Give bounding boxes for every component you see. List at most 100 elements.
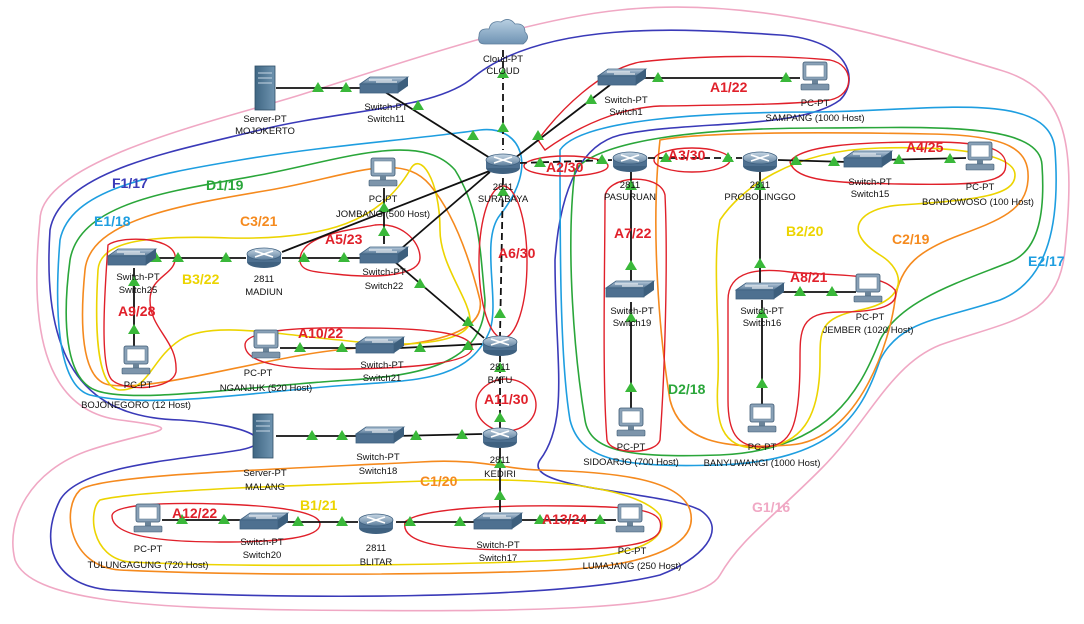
device-pc-banyuwangi[interactable]: PC-PT BANYUWANGI (1000 Host)	[704, 403, 821, 469]
outline-a5	[299, 224, 421, 277]
cloud-icon	[478, 19, 528, 45]
device-switch1[interactable]: Switch-PT Switch1	[597, 68, 648, 118]
svg-text:BATU: BATU	[488, 375, 513, 386]
device-switch17[interactable]: Switch-PT Switch17	[473, 512, 523, 564]
switch-icon	[473, 512, 523, 530]
router-icon	[358, 513, 394, 535]
device-cloud[interactable]: Cloud-PT CLOUD	[478, 19, 528, 77]
outline-a4	[789, 141, 1007, 186]
device-server-malang[interactable]: Server-PT MALANG	[243, 413, 287, 493]
device-pc-jember[interactable]: PC-PT JEMBER (1020 Host)	[823, 273, 914, 336]
device-pc-jombang[interactable]: PC-PT JOMBANG (500 Host)	[336, 157, 430, 220]
svg-text:CLOUD: CLOUD	[486, 66, 519, 77]
pc-icon	[251, 329, 281, 359]
link-surabaya-pasuruan	[519, 159, 613, 164]
port-up-arrow	[494, 308, 506, 318]
svg-text:MADIUN: MADIUN	[245, 287, 283, 298]
device-switch16[interactable]: Switch-PT Switch16	[735, 282, 785, 329]
port-up-arrow	[756, 378, 768, 388]
link-surabaya-switch22	[394, 171, 491, 255]
svg-text:Server-PT: Server-PT	[243, 468, 286, 479]
device-switch19[interactable]: Switch-PT Switch19	[605, 280, 655, 329]
outline-a2	[523, 155, 609, 177]
outline-e1	[56, 128, 523, 402]
link-surabaya-batu	[499, 177, 504, 337]
device-switch20[interactable]: Switch-PT Switch20	[239, 512, 289, 561]
device-switch18[interactable]: Switch-PT Switch18	[355, 426, 405, 477]
port-up-arrow	[625, 180, 637, 190]
port-up-arrow	[454, 516, 466, 526]
device-pc-sampang[interactable]: PC-PT SAMPANG (1000 Host)	[765, 61, 865, 124]
device-router-probolinggo[interactable]: 2811 PROBOLINGGO	[724, 151, 796, 203]
outline-a12	[111, 502, 321, 543]
port-up-arrow	[292, 516, 304, 526]
switch-icon	[107, 248, 157, 266]
label-a2: A2/30	[546, 159, 584, 175]
outline-c3	[81, 166, 482, 387]
router-icon	[482, 335, 518, 357]
svg-text:MOJOKERTO: MOJOKERTO	[235, 126, 295, 137]
svg-text:Switch17: Switch17	[479, 553, 518, 564]
port-up-arrow	[378, 226, 390, 236]
device-switch25[interactable]: Switch-PT Switch25	[107, 248, 160, 296]
svg-text:Switch20: Switch20	[243, 550, 282, 561]
device-switch11[interactable]: Switch-PT Switch11	[359, 76, 409, 125]
svg-text:2811: 2811	[490, 455, 510, 466]
port-up-arrow	[494, 490, 506, 500]
device-router-batu[interactable]: 2811 BATU	[482, 335, 518, 386]
link-probolinggo-switch15	[777, 159, 849, 163]
port-up-arrow	[497, 122, 509, 132]
svg-text:JOMBANG (500 Host): JOMBANG (500 Host)	[336, 209, 430, 220]
svg-text:PROBOLINGGO: PROBOLINGGO	[724, 192, 795, 203]
device-pc-lumajang[interactable]: PC-PT LUMAJANG (250 Host)	[583, 503, 682, 572]
svg-text:PC-PT: PC-PT	[748, 442, 777, 453]
outline-b1	[92, 478, 663, 567]
device-pc-nganjuk[interactable]: PC-PT NGANJUK (520 Host)	[220, 329, 312, 394]
device-pc-tulungagung[interactable]: PC-PT TULUNGAGUNG (720 Host)	[88, 503, 209, 571]
port-up-arrow	[652, 72, 664, 82]
link-switch1-surabaya	[514, 84, 611, 159]
port-up-arrow	[414, 342, 426, 352]
outline-a8	[727, 269, 897, 448]
svg-text:Switch-PT: Switch-PT	[364, 102, 407, 113]
device-pc-bondowoso[interactable]: PC-PT BONDOWOSO (100 Host)	[922, 141, 1034, 208]
device-router-madiun[interactable]: 2811 MADIUN	[245, 247, 283, 298]
svg-text:JEMBER (1020 Host): JEMBER (1020 Host)	[823, 325, 914, 336]
svg-text:Switch-PT: Switch-PT	[360, 360, 403, 371]
device-router-surabaya[interactable]: 2811 SURABAYA	[478, 153, 529, 205]
pc-icon	[368, 157, 398, 187]
device-router-blitar[interactable]: 2811 BLITAR	[358, 513, 394, 568]
device-server-mojokerto[interactable]: Server-PT MOJOKERTO	[235, 65, 295, 137]
switch-icon	[355, 336, 405, 354]
port-up-arrow	[338, 252, 350, 262]
port-up-arrow	[534, 514, 546, 524]
device-switch21[interactable]: Switch-PT Switch21	[355, 336, 405, 384]
svg-text:PASURUAN: PASURUAN	[604, 192, 656, 203]
outline-c2	[655, 132, 1029, 447]
device-pc-bojonegoro[interactable]: PC-PT BOJONEGORO (12 Host)	[81, 345, 191, 411]
svg-text:PC-PT: PC-PT	[369, 194, 398, 205]
label-a7: A7/22	[614, 225, 652, 241]
host-segment-outlines	[103, 55, 1007, 551]
device-switch22[interactable]: Switch-PT Switch22	[359, 246, 409, 292]
svg-text:BOJONEGORO (12 Host): BOJONEGORO (12 Host)	[81, 400, 191, 411]
port-up-arrow	[294, 342, 306, 352]
svg-text:PC-PT: PC-PT	[617, 442, 646, 453]
svg-text:Switch-PT: Switch-PT	[740, 306, 783, 317]
svg-text:2811: 2811	[620, 180, 640, 191]
port-up-arrow	[312, 82, 324, 92]
device-pc-sidoarjo[interactable]: PC-PT SIDOARJO (700 Host)	[583, 407, 679, 468]
svg-text:PC-PT: PC-PT	[801, 98, 830, 109]
device-switch15[interactable]: Switch-PT Switch15	[843, 150, 893, 200]
port-up-arrow	[790, 155, 802, 165]
pc-icon	[121, 345, 151, 375]
outline-a13	[404, 505, 662, 551]
switch-icon	[239, 512, 289, 530]
port-up-arrow	[625, 312, 637, 322]
port-up-arrow	[754, 180, 766, 190]
pc-icon	[800, 61, 830, 91]
device-router-pasuruan[interactable]: 2811 PASURUAN	[604, 151, 656, 203]
port-up-arrow	[494, 458, 506, 468]
device-router-kediri[interactable]: 2811 KEDIRI	[482, 427, 518, 480]
svg-text:2811: 2811	[254, 274, 274, 285]
